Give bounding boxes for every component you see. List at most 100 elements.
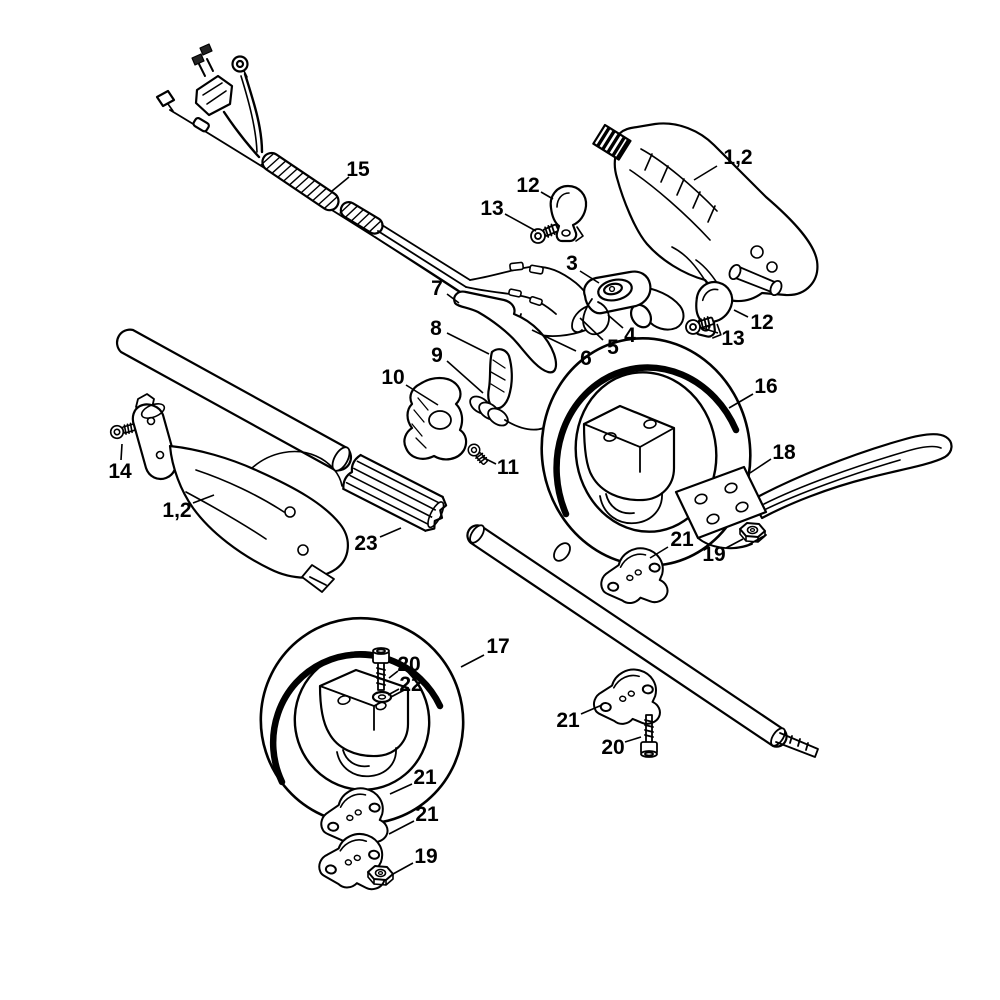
callout-21-c21a: 21: [649, 528, 694, 559]
part-number-label: 12: [516, 174, 539, 197]
leader-line: [388, 670, 399, 679]
lever-8: [487, 348, 513, 410]
callout-21-c21c: 21: [389, 766, 437, 795]
loop-handle-17-drawing: [259, 616, 465, 826]
callout-15-c15: 15: [331, 158, 370, 192]
leader-line: [649, 546, 669, 559]
part-number-label: 12: [750, 311, 773, 334]
callout-19-c19a: 19: [702, 538, 744, 566]
leader-line: [531, 329, 577, 352]
drive-shaft-drawing: [466, 524, 819, 758]
screw-13-upper: [527, 219, 562, 247]
handle-16-clamp-block: [582, 404, 676, 525]
part-number-label: 14: [108, 460, 132, 483]
handle-end-connector: [592, 123, 632, 161]
leader-line: [579, 270, 600, 284]
callout-layer: 151,21213312137456891011141,223161821191…: [108, 146, 796, 875]
callout-22-c22: 22: [387, 673, 423, 696]
leader-line: [446, 293, 460, 304]
part-number-label: 21: [415, 803, 439, 826]
leader-line: [733, 309, 749, 318]
callout-11-c11: 11: [481, 456, 520, 479]
callout-20-c20b: 20: [601, 736, 642, 759]
leader-line: [120, 443, 123, 461]
leader-line: [389, 783, 413, 795]
callout-9-c9: 9: [431, 344, 484, 394]
leader-line: [331, 176, 350, 192]
barrier-bar-18-drawing: [674, 433, 953, 550]
part-number-label: 13: [721, 327, 744, 350]
leader-line: [725, 538, 744, 549]
leader-line: [701, 327, 719, 334]
part-number-label: 15: [346, 158, 370, 181]
callout-13-c13: 13: [480, 197, 537, 232]
stop-switch-drawing: [513, 270, 685, 342]
callout-14-c14: 14: [108, 443, 132, 483]
leader-line: [624, 736, 642, 743]
throttle-cable-assembly-drawing: [155, 43, 591, 325]
leader-line: [446, 360, 484, 394]
washer-22: [371, 690, 393, 704]
part-number-label: 1,2: [723, 146, 752, 169]
leader-line: [693, 165, 718, 181]
part-number-label: 19: [702, 543, 725, 566]
leader-line: [607, 314, 624, 329]
leader-line: [192, 494, 215, 504]
callout-1-2-c12c: 1,2: [162, 494, 215, 522]
part-number-label: 7: [431, 277, 443, 300]
handle-grip-band: [269, 651, 444, 786]
part-number-label: 6: [580, 347, 592, 370]
part-number-label: 4: [624, 324, 636, 347]
leader-line: [388, 820, 415, 835]
handle-grip-band: [553, 364, 740, 518]
part-number-label: 13: [480, 197, 503, 220]
splined-liner-23: [342, 453, 448, 532]
cable-end-cap: [155, 89, 176, 112]
spring-9: [469, 395, 553, 431]
part-number-label: 18: [772, 441, 796, 464]
part-number-label: 22: [399, 673, 422, 696]
leader-line: [749, 458, 772, 474]
leader-line: [405, 384, 439, 406]
part-number-label: 9: [431, 344, 443, 367]
callout-23-c23: 23: [354, 527, 402, 555]
callout-13-c13b: 13: [701, 327, 745, 350]
shaft-splined-tip: [775, 732, 819, 758]
handle-pivot-pin: [728, 263, 783, 297]
screw-11: [464, 440, 491, 468]
clamp-21-shaft: [591, 664, 666, 729]
callout-6-c6: 6: [531, 329, 592, 370]
ring-terminal: [231, 55, 249, 78]
housing-shell: [168, 444, 349, 579]
part-number-label: 16: [754, 375, 777, 398]
leader-line: [728, 393, 754, 409]
part-number-label: 19: [414, 845, 437, 868]
part-number-label: 3: [566, 252, 578, 275]
callout-1-2-c12a: 1,2: [693, 146, 753, 181]
drive-tube-housing-drawing: [108, 328, 353, 593]
wire-connector: [191, 43, 234, 117]
callout-21-c21d: 21: [388, 803, 439, 835]
cable-bundle: [374, 224, 471, 294]
callout-20-c20a: 20: [388, 653, 421, 679]
housing-collar: [131, 393, 178, 481]
control-handle-drawing: [592, 122, 819, 303]
leader-line: [387, 688, 400, 696]
nut-19-mid: [738, 521, 767, 544]
callout-8-c8: 8: [430, 317, 490, 355]
leader-line: [460, 654, 485, 668]
trigger-lockout-10: [403, 376, 468, 461]
part-number-label: 11: [497, 456, 520, 479]
callout-16-c16: 16: [728, 375, 778, 409]
callout-10-c10: 10: [381, 366, 439, 406]
leader-line: [504, 213, 537, 232]
part-number-label: 20: [397, 653, 420, 676]
leader-line: [579, 317, 604, 341]
part-number-label: 20: [601, 736, 624, 759]
part-number-label: 23: [354, 532, 377, 555]
leader-line: [392, 862, 414, 875]
leader-line: [481, 456, 497, 465]
barrier-bar-plate: [674, 465, 768, 540]
